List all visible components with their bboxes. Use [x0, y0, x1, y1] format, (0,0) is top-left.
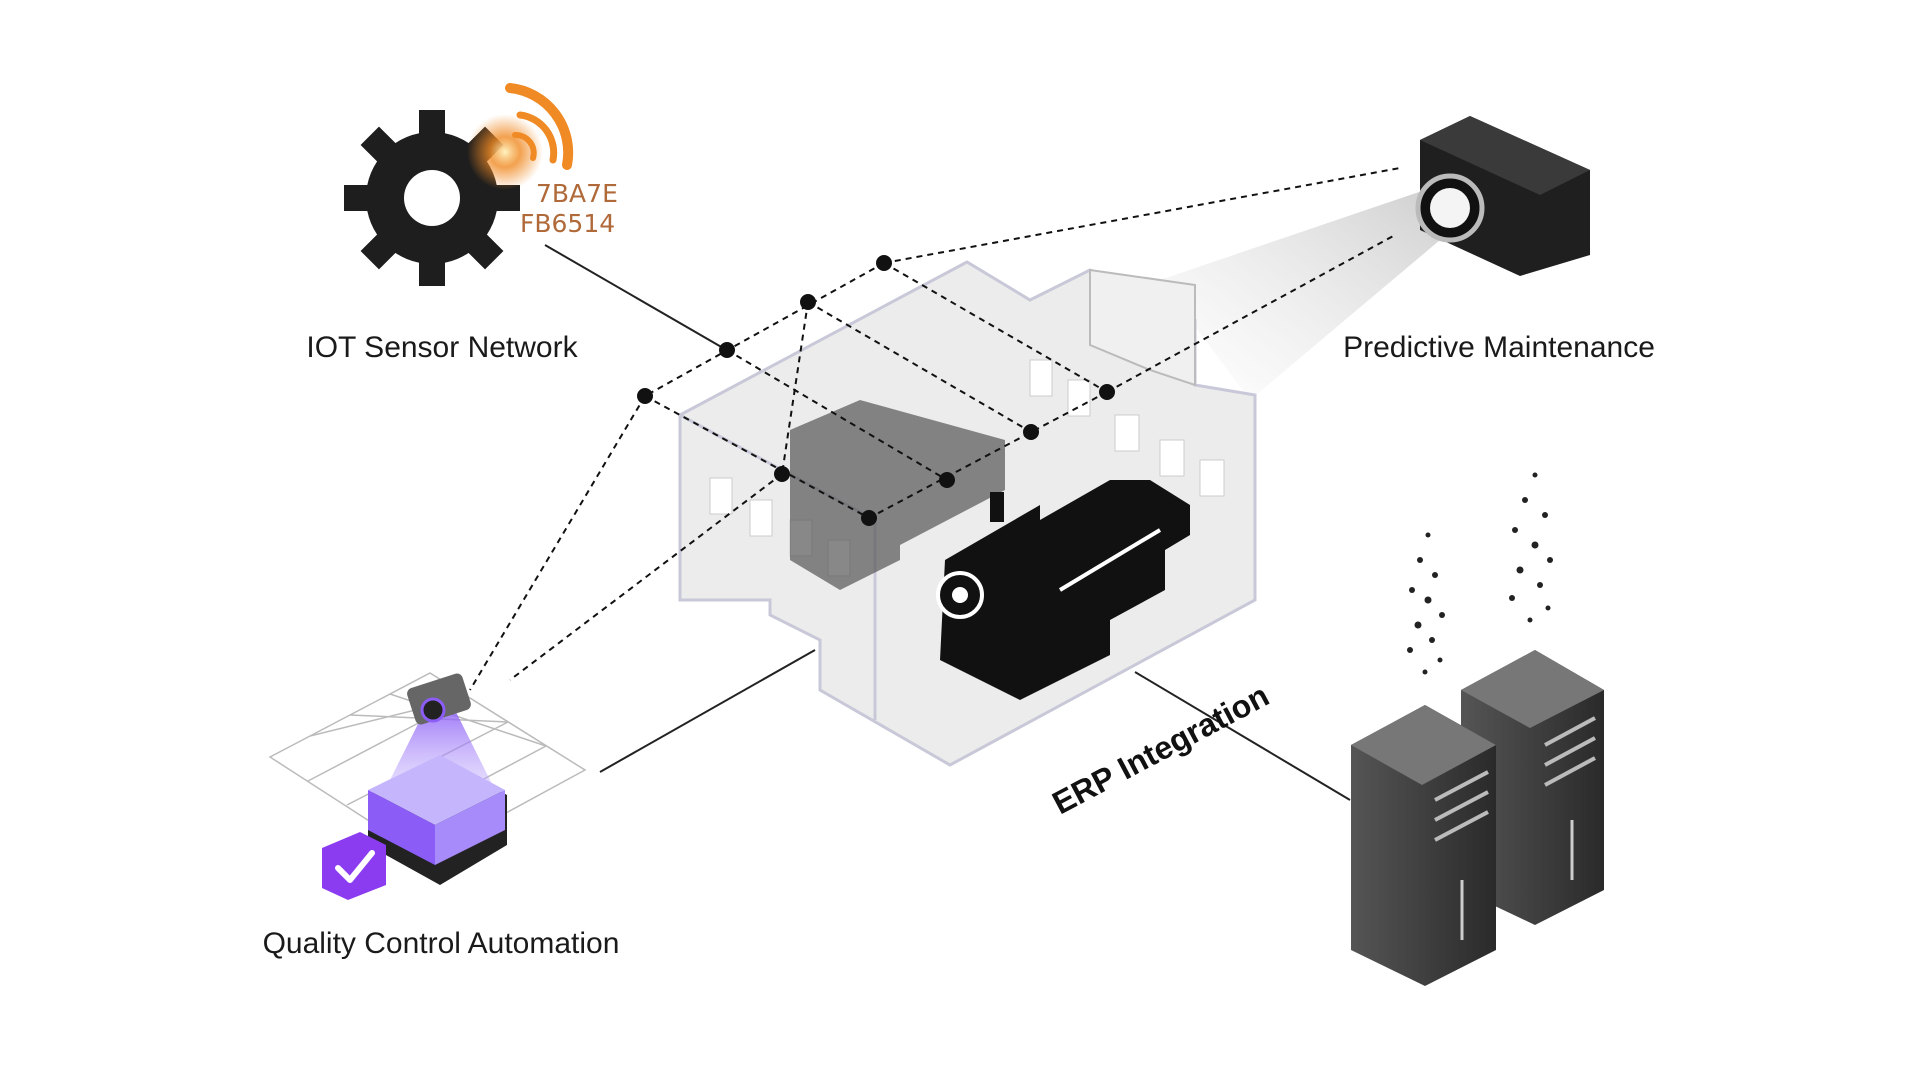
camera-icon [1415, 116, 1590, 276]
sensor-code-2: FB6514 [520, 209, 615, 238]
inspection-camera-icon [407, 673, 471, 725]
sensor-code-1: 7BA7E [536, 179, 618, 208]
factory-building [678, 260, 1257, 767]
machine-icon [936, 480, 1190, 700]
server-icon [1351, 705, 1496, 986]
sensor-grid [469, 167, 1401, 691]
server-icon [1461, 650, 1604, 925]
predictive-maintenance-label: Predictive Maintenance [1343, 331, 1655, 364]
wifi-signal-icon [505, 83, 574, 170]
check-badge-icon [322, 832, 386, 900]
camera-beam [1160, 190, 1440, 400]
inspected-product [368, 755, 507, 885]
data-stream-dots [1407, 472, 1553, 675]
sensor-nodes [637, 255, 1115, 526]
erp-integration-label: ERP Integration [1046, 677, 1274, 821]
iot-sensor-network-label: IOT Sensor Network [306, 331, 578, 364]
quality-control-label: Quality Control Automation [263, 927, 620, 960]
connector-lines [544, 244, 1351, 801]
sensor-glow [467, 114, 543, 190]
